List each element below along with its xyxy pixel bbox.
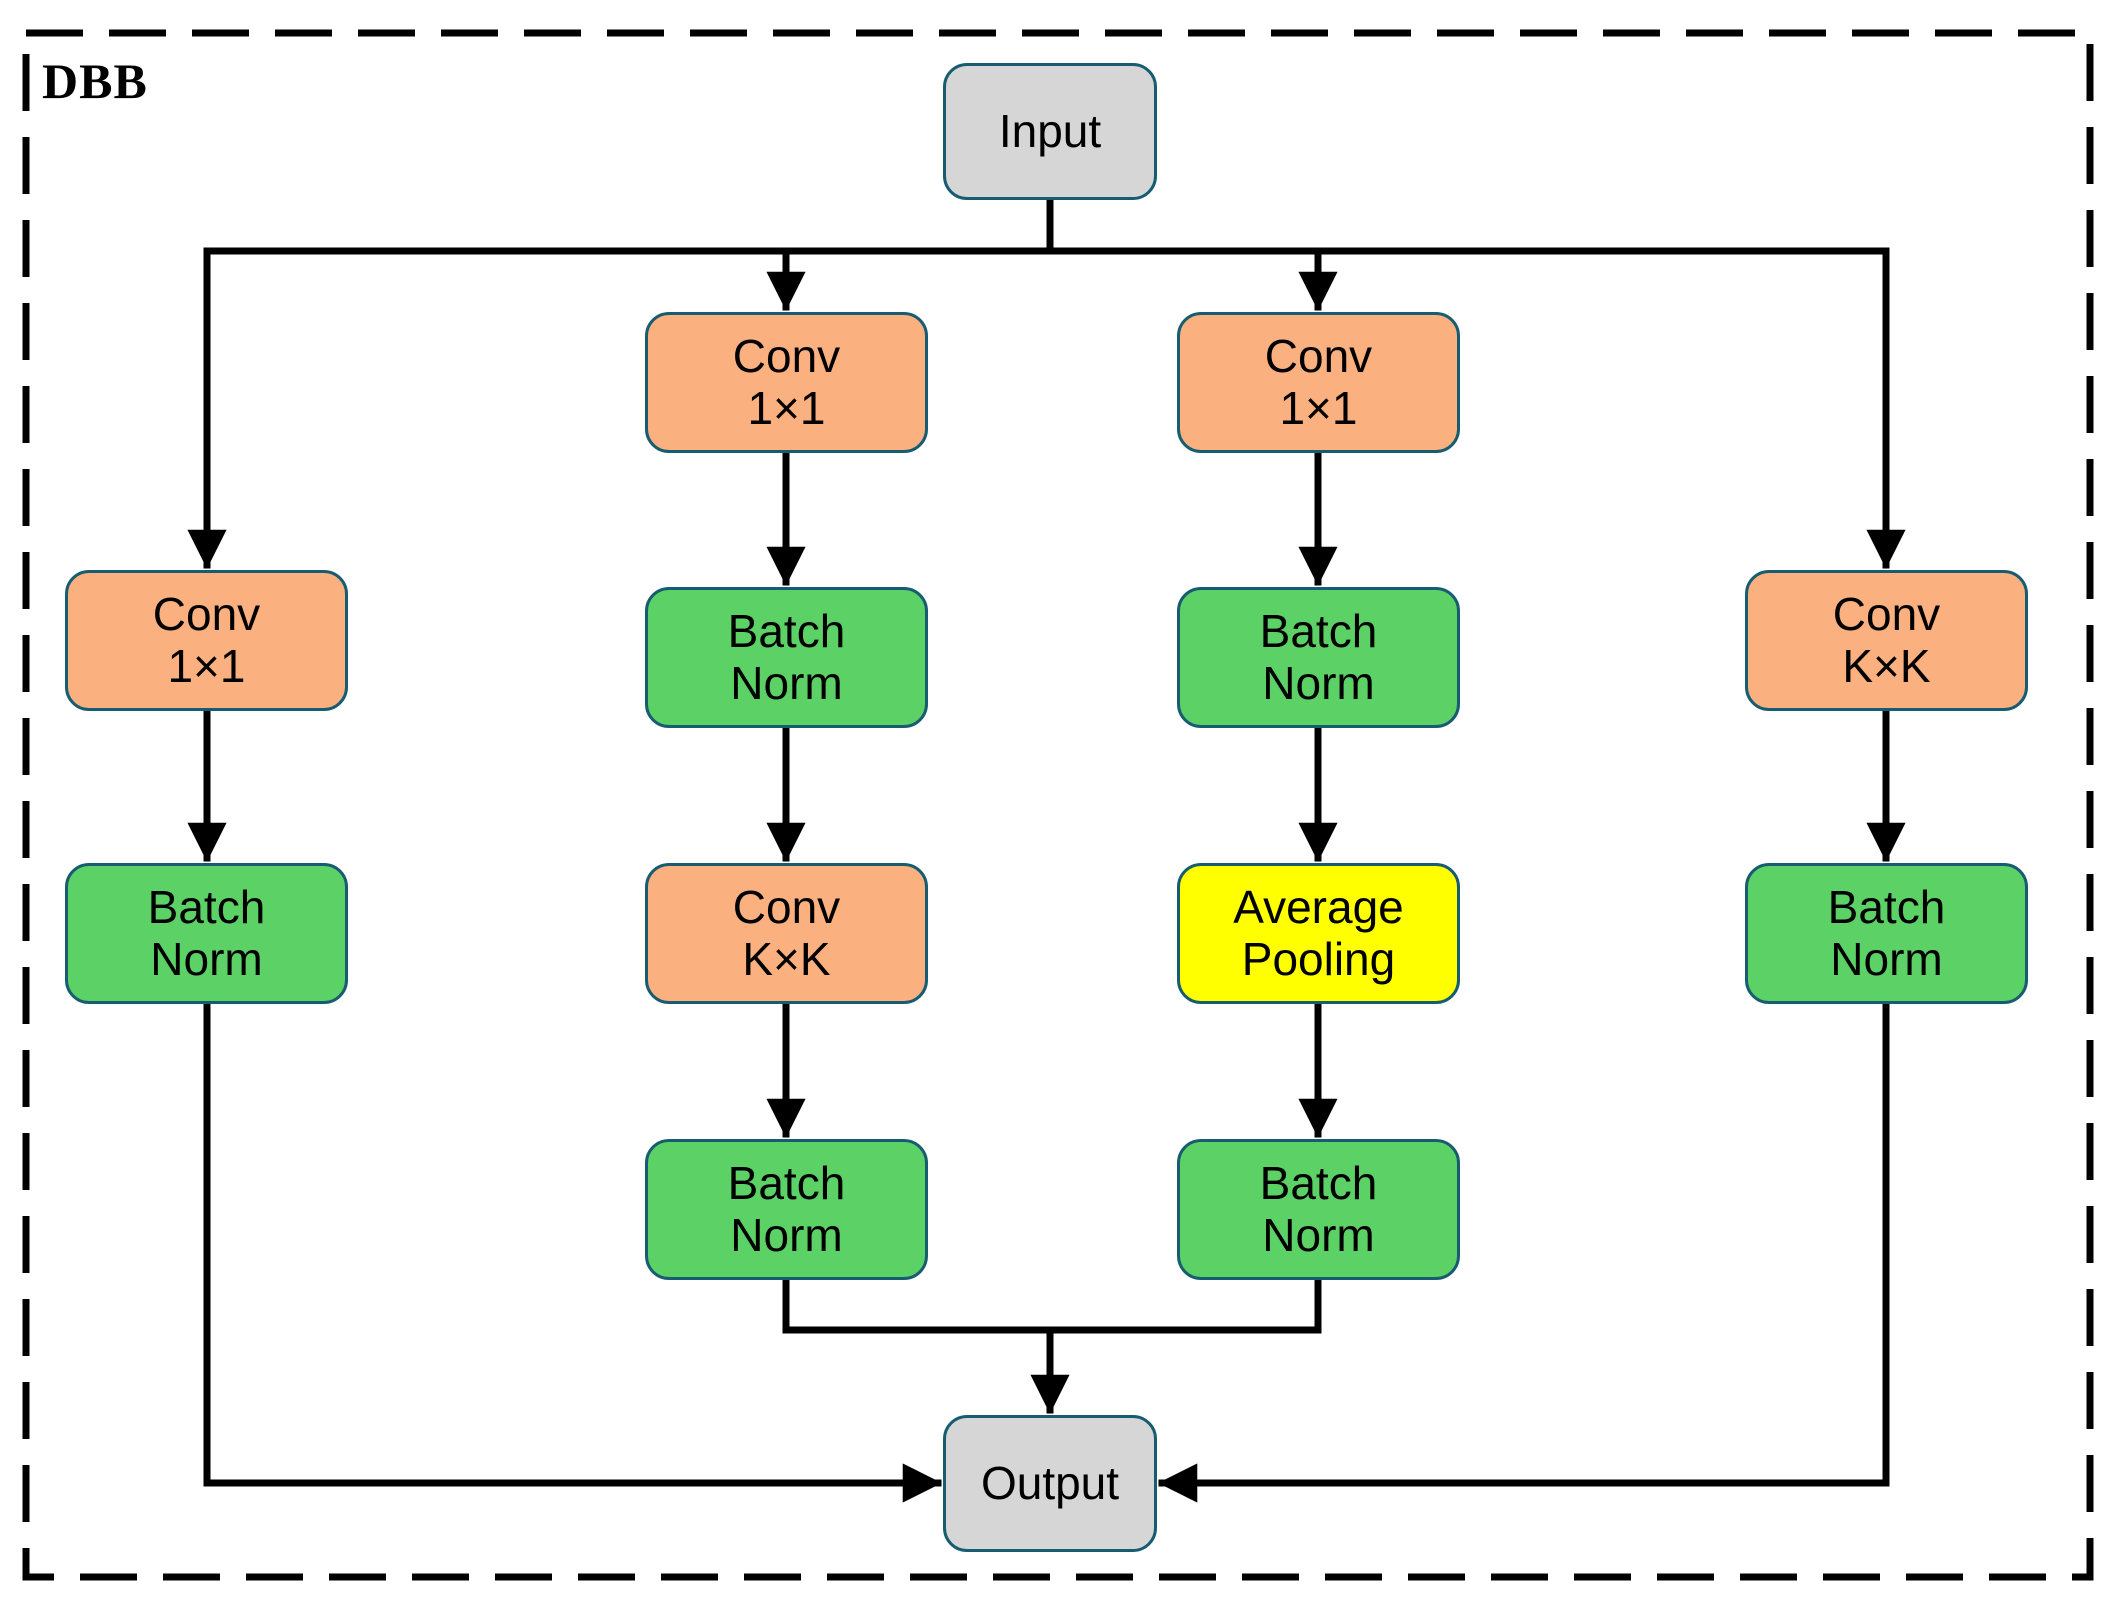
node-label: Conv 1×1 [1264,329,1373,434]
node-branch2-conv-kxk: Conv K×K [645,863,928,1004]
diagram-title: DBB [42,53,148,109]
node-label: Batch Norm [727,1156,846,1261]
node-label: Output [980,1456,1120,1509]
connector-merge-line [782,1278,1322,1334]
node-branch3-batch-norm-2: Batch Norm [1177,1139,1460,1280]
node-branch2-conv-1x1: Conv 1×1 [645,312,928,453]
node-label: Input [998,104,1102,157]
node-label: Average Pooling [1233,880,1404,985]
node-branch3-average-pooling: Average Pooling [1177,863,1460,1004]
node-output: Output [943,1415,1157,1552]
node-label: Batch Norm [1259,604,1378,709]
node-branch4-batch-norm: Batch Norm [1745,863,2028,1004]
node-input: Input [943,63,1157,200]
node-branch3-conv-1x1: Conv 1×1 [1177,312,1460,453]
node-label: Batch Norm [1259,1156,1378,1261]
node-label: Conv 1×1 [732,329,841,434]
node-label: Conv 1×1 [152,587,261,692]
node-label: Conv K×K [1832,587,1941,692]
node-branch2-batch-norm-2: Batch Norm [645,1139,928,1280]
node-branch3-batch-norm-1: Batch Norm [1177,587,1460,728]
node-label: Batch Norm [727,604,846,709]
node-label: Batch Norm [1827,880,1946,985]
node-label: Conv K×K [732,880,841,985]
node-label: Batch Norm [147,880,266,985]
node-branch1-conv-1x1: Conv 1×1 [65,570,348,711]
dashed-border [22,29,2094,1581]
connector-branch1-to-output [203,1000,942,1503]
node-branch4-conv-kxk: Conv K×K [1745,570,2028,711]
connector-branch4-to-output [1158,1000,1890,1503]
node-branch2-batch-norm-1: Batch Norm [645,587,928,728]
node-branch1-batch-norm: Batch Norm [65,863,348,1004]
